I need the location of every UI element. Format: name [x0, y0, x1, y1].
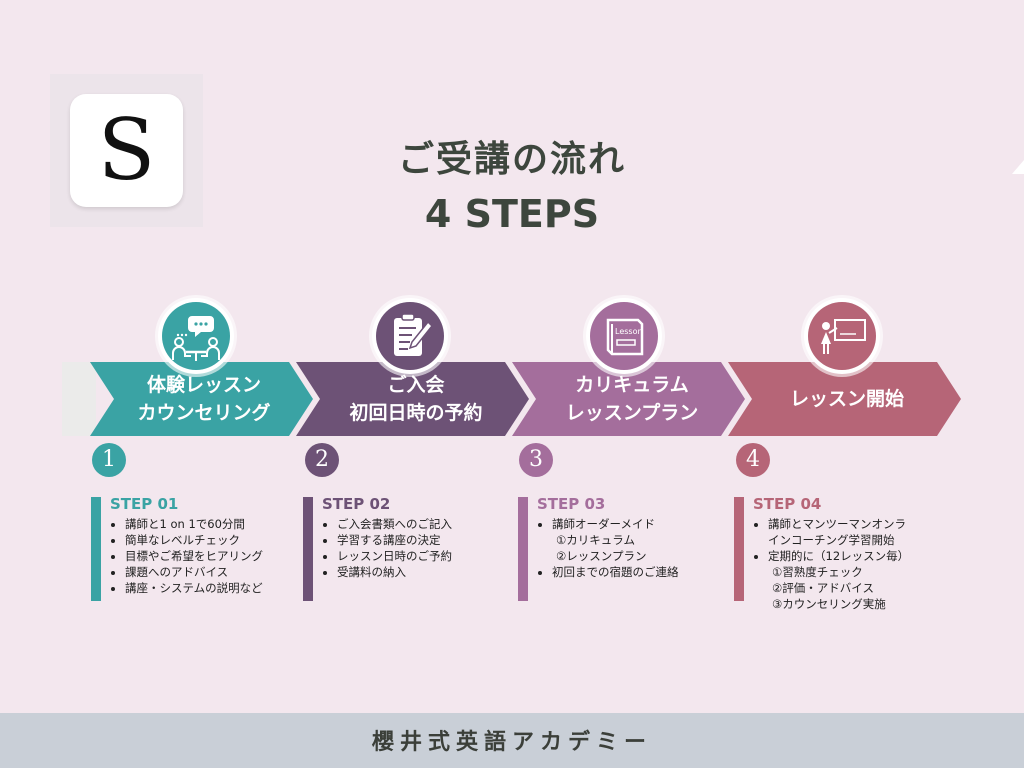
list-item: ②レッスンプラン — [556, 549, 647, 563]
list-item: ③カウンセリング実施 — [772, 597, 886, 611]
step-title: STEP 04 — [753, 495, 822, 513]
step-bullets: ご入会書類へのご記入 学習する講座の決定 レッスン日時のご予約 受講料の納入 — [322, 516, 452, 580]
arrow-label-line: カリキュラム — [575, 374, 689, 396]
list-item: ①習熟度チェック — [772, 565, 863, 579]
list-item: 課題へのアドバイス — [125, 564, 263, 580]
arrow-label-line: レッスン開始 — [789, 388, 904, 410]
arrow-step-4 — [728, 362, 961, 436]
arrow-label-1: 体験レッスン カウンセリング — [112, 362, 296, 436]
arrow-label-line: 初回日時の予約 — [349, 402, 483, 424]
step-bullets: 講師オーダーメイド ①カリキュラム ②レッスンプラン 初回までの宿題のご連絡 — [537, 516, 679, 580]
logo-icon: S — [70, 94, 183, 207]
footer-academy-name: 櫻井式英語アカデミー — [371, 730, 652, 755]
list-item: レッスン日時のご予約 — [337, 548, 452, 564]
step-number-3: 3 — [519, 443, 553, 477]
list-item: 学習する講座の決定 — [337, 532, 452, 548]
arrow-step-3 — [512, 362, 745, 436]
list-item: ②評価・アドバイス — [772, 581, 874, 595]
lesson-book-icon: Lesson — [606, 318, 644, 356]
arrow-label-2: ご入会 初回日時の予約 — [320, 362, 512, 436]
step-number-1: 1 — [92, 443, 126, 477]
logo-area: S — [50, 74, 203, 227]
meeting-icon — [172, 316, 220, 361]
arrow-label-4: レッスン開始 — [752, 362, 942, 436]
list-item: ①カリキュラム — [556, 533, 635, 547]
list-item: 講師と1 on 1で60分間 — [125, 516, 263, 532]
step4-icon-circle — [804, 298, 880, 374]
list-item: インコーチング学習開始 — [768, 533, 895, 547]
step-title: STEP 02 — [322, 495, 391, 513]
teacher-whiteboard-icon — [821, 319, 866, 354]
lesson-book-label: Lesson — [615, 327, 643, 336]
list-item: ご入会書類へのご記入 — [337, 516, 452, 532]
list-item: 定期的に（12レッスン毎） — [768, 548, 909, 564]
step-title: STEP 03 — [537, 495, 606, 513]
step3-icon-circle: Lesson — [586, 298, 662, 374]
list-item: 講師とマンツーマンオンラ — [768, 516, 909, 532]
step-bullets: 講師と1 on 1で60分間 簡単なレベルチェック 目標やご希望をヒアリング 課… — [110, 516, 263, 596]
arrow-label-line: カウンセリング — [137, 402, 271, 424]
step-number-2: 2 — [305, 443, 339, 477]
arrow-label-3: カリキュラム レッスンプラン — [536, 362, 728, 436]
step-accent-bar — [518, 497, 528, 601]
step-bullets: 講師とマンツーマンオンラ インコーチング学習開始 定期的に（12レッスン毎） ①… — [753, 516, 909, 612]
arrow-label-line: レッスンプラン — [565, 402, 699, 424]
page-subtitle: 4 STEPS — [424, 192, 600, 236]
arrow-step-1 — [90, 362, 313, 436]
list-item: 受講料の納入 — [337, 564, 452, 580]
clipboard-pencil-icon — [394, 313, 434, 356]
list-item: 講座・システムの説明など — [125, 580, 263, 596]
page-title: ご受講の流れ — [397, 139, 626, 180]
corner-decoration — [1012, 160, 1024, 174]
list-item: 簡単なレベルチェック — [125, 532, 263, 548]
list-item: 初回までの宿題のご連絡 — [552, 564, 679, 580]
step-accent-bar — [91, 497, 101, 601]
arrow-step-2 — [296, 362, 529, 436]
step-title: STEP 01 — [110, 495, 179, 513]
step-accent-bar — [303, 497, 313, 601]
step-accent-bar — [734, 497, 744, 601]
step2-icon-circle — [372, 298, 448, 374]
list-item: 講師オーダーメイド — [552, 516, 679, 532]
step1-icon-circle — [158, 298, 234, 374]
arrow-band-start — [62, 362, 96, 436]
footer-bar: 櫻井式英語アカデミー — [0, 713, 1024, 768]
step-number-4: 4 — [736, 443, 770, 477]
list-item: 目標やご希望をヒアリング — [125, 548, 263, 564]
arrow-label-line: 体験レッスン — [146, 374, 261, 396]
arrow-label-line: ご入会 — [387, 374, 445, 396]
